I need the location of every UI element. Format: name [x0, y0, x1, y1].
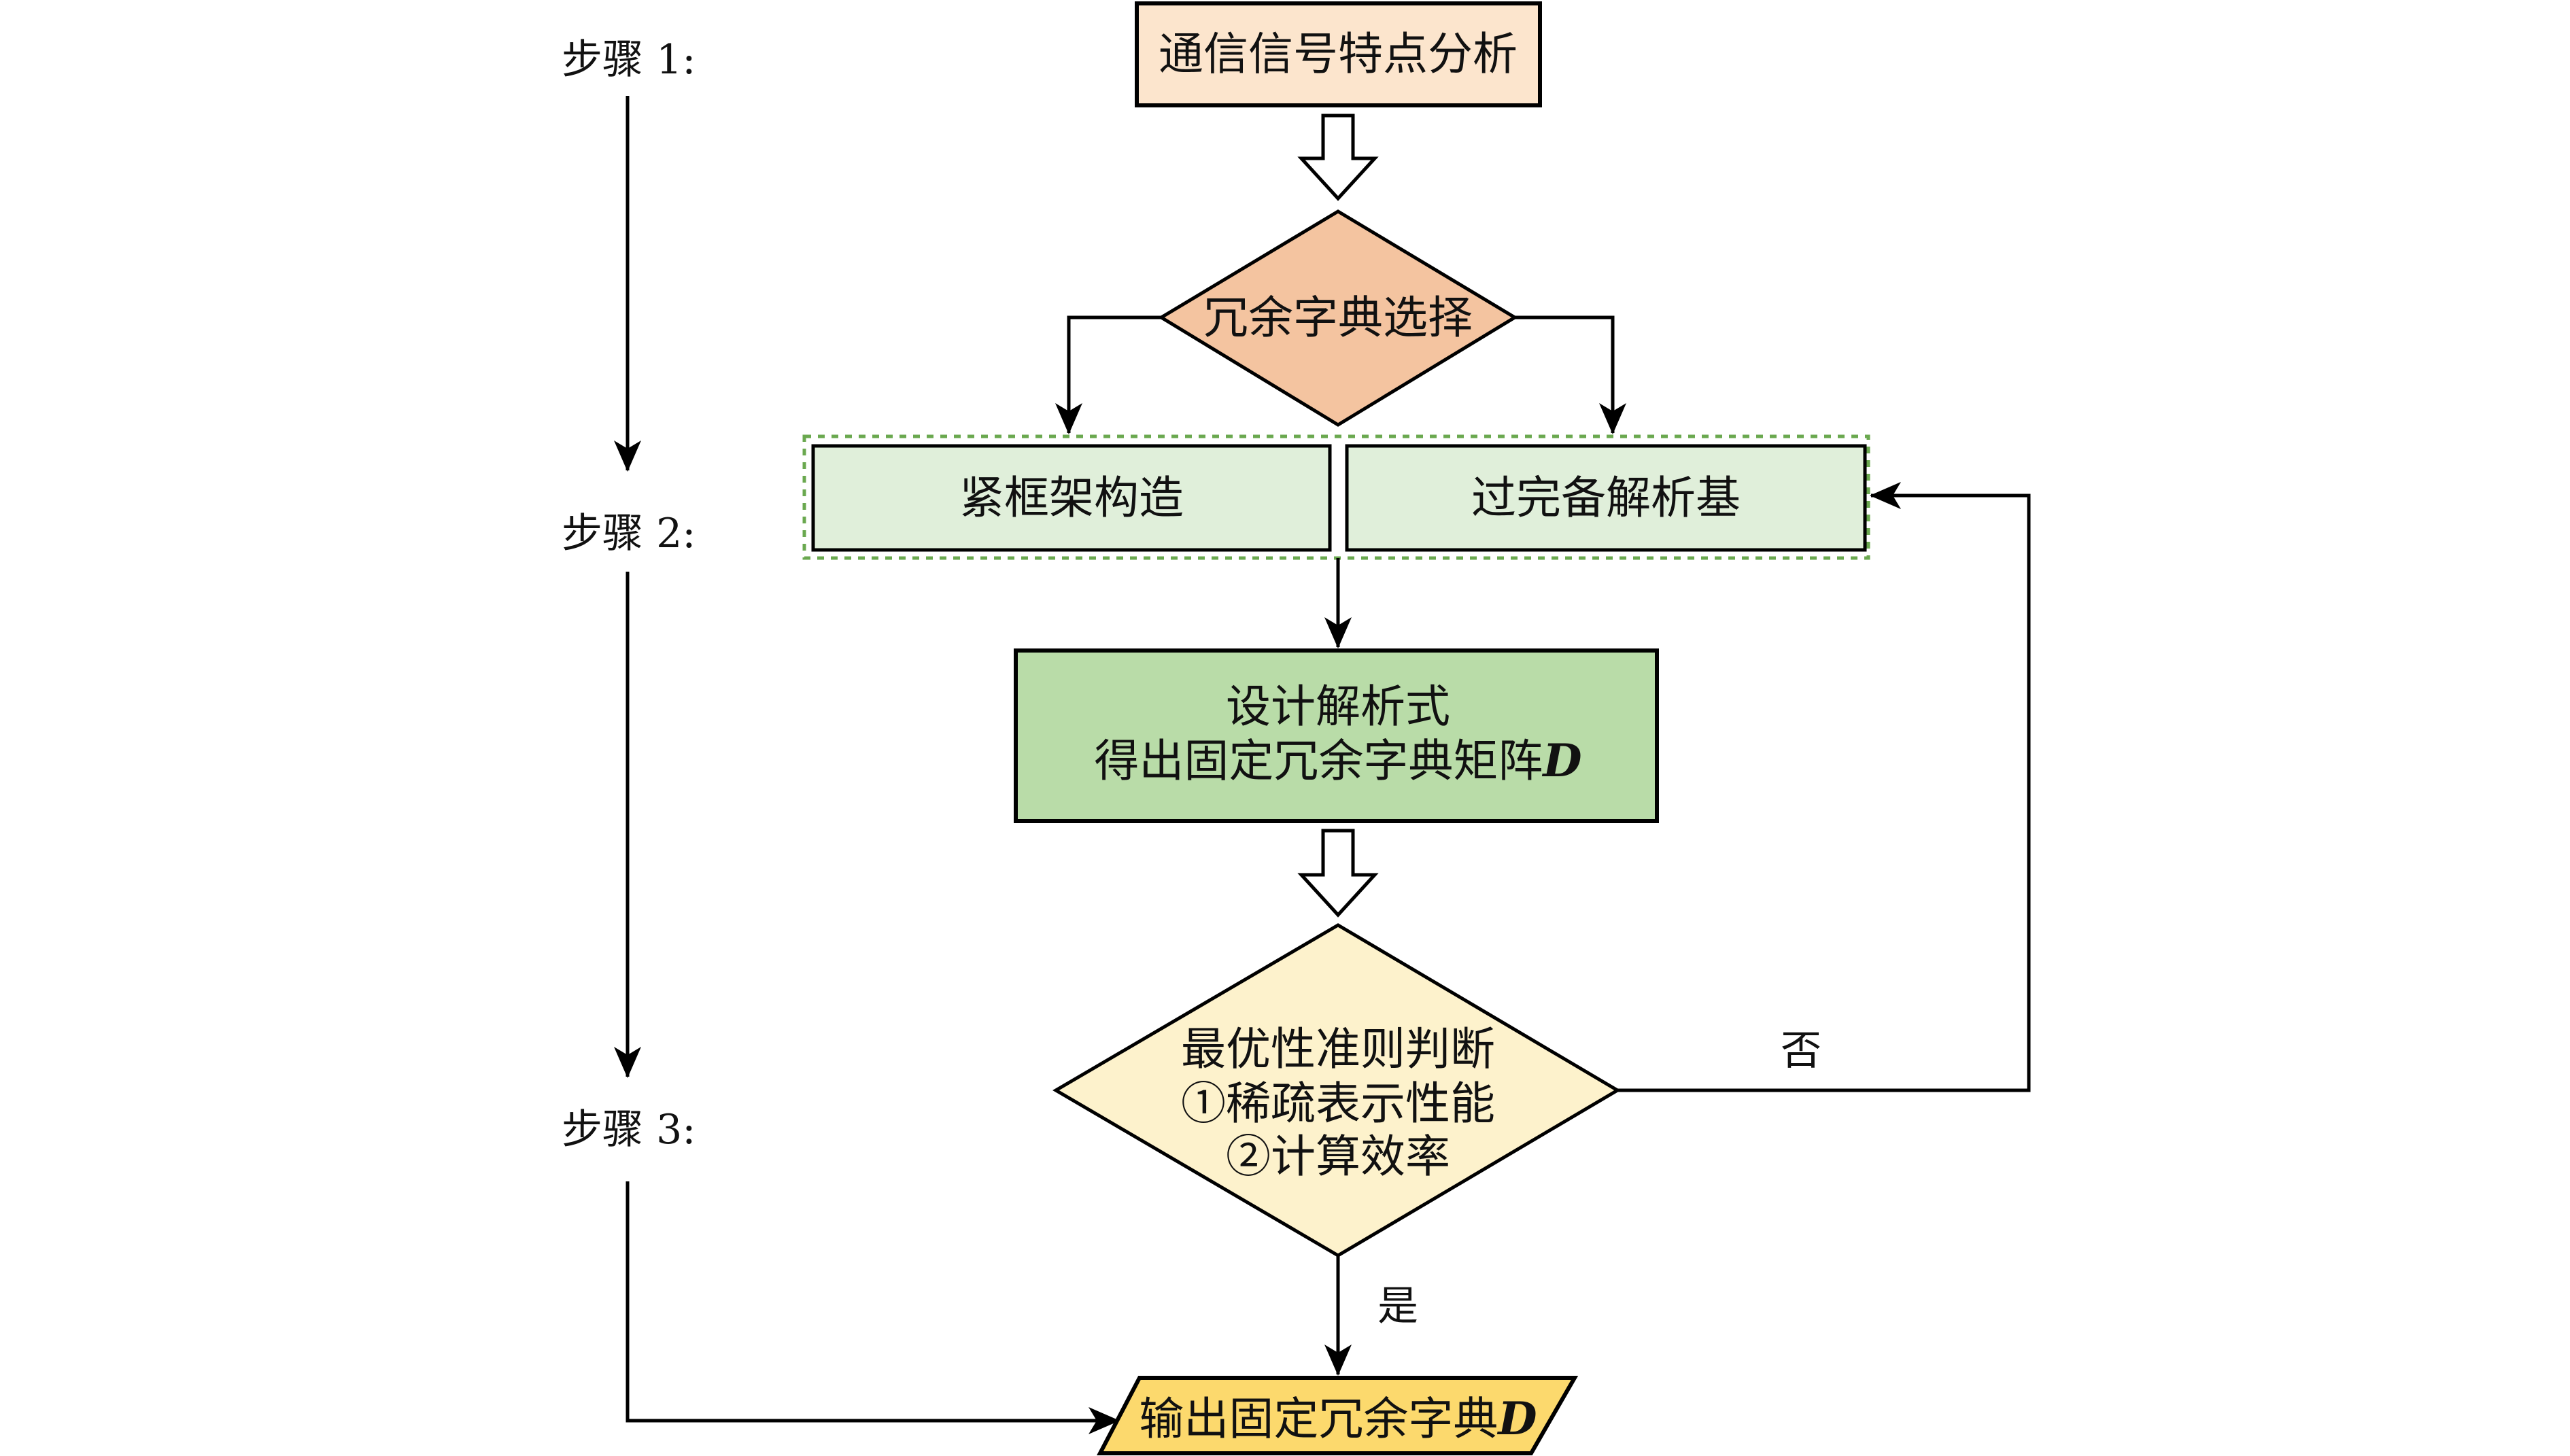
step-2-label: 步骤 2:: [562, 510, 696, 557]
hollow-arrow-2: [1297, 829, 1379, 918]
criterion-line-1: 最优性准则判断: [1181, 1023, 1495, 1075]
analysis-box: [1135, 1, 1542, 107]
tight-frame-box: [811, 444, 1332, 552]
output-label: 输出固定冗余字典D: [1139, 1392, 1537, 1445]
design-box-line-1: 设计解析式: [1226, 680, 1450, 733]
analysis-box-label: 通信信号特点分析: [1159, 28, 1518, 80]
overcomplete-basis-box: [1345, 444, 1867, 552]
no-label: 否: [1781, 1027, 1821, 1075]
design-box-line-2: 得出固定冗余字典矩阵D: [1094, 734, 1581, 787]
design-box-line-2-text: 得出固定冗余字典矩阵: [1094, 735, 1543, 787]
step-3-to-output-arrow: [626, 1181, 1120, 1434]
branch-right-arrow: [1515, 315, 1626, 434]
output-parallelogram: [1097, 1376, 1579, 1455]
select-decision-label: 冗余字典选择: [1203, 292, 1473, 344]
overcomplete-basis-label: 过完备解析基: [1471, 472, 1741, 524]
branch-left-arrow: [1055, 315, 1161, 434]
hollow-arrow-1: [1297, 114, 1379, 201]
criterion-line-3: ②计算效率: [1226, 1130, 1450, 1183]
step-3-label: 步骤 3:: [562, 1106, 696, 1154]
design-box: [1014, 648, 1659, 823]
step-1-label: 步骤 1:: [562, 36, 696, 84]
design-matrix-symbol: D: [1541, 734, 1581, 787]
criterion-line-2: ①稀疏表示性能: [1181, 1077, 1495, 1130]
yes-label: 是: [1377, 1283, 1418, 1330]
output-matrix-symbol: D: [1496, 1392, 1537, 1445]
select-decision-diamond: [1158, 209, 1518, 427]
output-label-text: 输出固定冗余字典: [1139, 1393, 1498, 1445]
tight-frame-label: 紧框架构造: [959, 472, 1184, 524]
no-loop-arrow: [1617, 482, 2031, 1092]
